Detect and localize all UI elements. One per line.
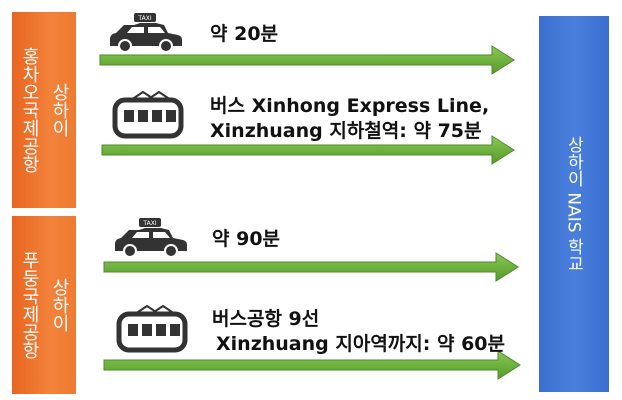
destination-label: 상하이 NAIS 학교 xyxy=(563,136,584,272)
route-arrow xyxy=(99,45,515,75)
hongqiao-airport-box: 홍차오국제공항 상하이 xyxy=(12,12,76,208)
route-description: Xinzhuang 지아역까지: 약 60분 xyxy=(216,333,505,355)
route-arrow xyxy=(103,350,521,380)
bus-icon xyxy=(116,304,188,353)
route-arrow xyxy=(103,252,519,282)
route-time-label: 약 20분 xyxy=(210,23,279,45)
nais-school-box: 상하이 NAIS 학교 xyxy=(539,16,609,392)
origin-city: 상하이 xyxy=(49,83,70,137)
origin-name: 푸둥국제공항 xyxy=(19,251,40,359)
bus-icon xyxy=(112,90,184,139)
route-time-label: 약 90분 xyxy=(212,228,281,250)
taxi-icon: TAXI xyxy=(110,13,182,53)
route-description: 버스 Xinhong Express Line, xyxy=(210,95,490,117)
pudong-airport-box: 푸둥국제공항 상하이 xyxy=(12,216,76,394)
taxi-sign: TAXI xyxy=(137,15,151,22)
route-description: 버스공항 9선 xyxy=(212,308,320,330)
taxi-icon: TAXI xyxy=(115,218,187,258)
origin-name: 홍차오국제공항 xyxy=(19,47,40,173)
origin-city: 상하이 xyxy=(49,278,70,332)
route-description: Xinzhuang 지하철역: 약 75분 xyxy=(210,120,482,142)
taxi-sign: TAXI xyxy=(142,220,156,227)
route-arrow xyxy=(101,135,515,165)
